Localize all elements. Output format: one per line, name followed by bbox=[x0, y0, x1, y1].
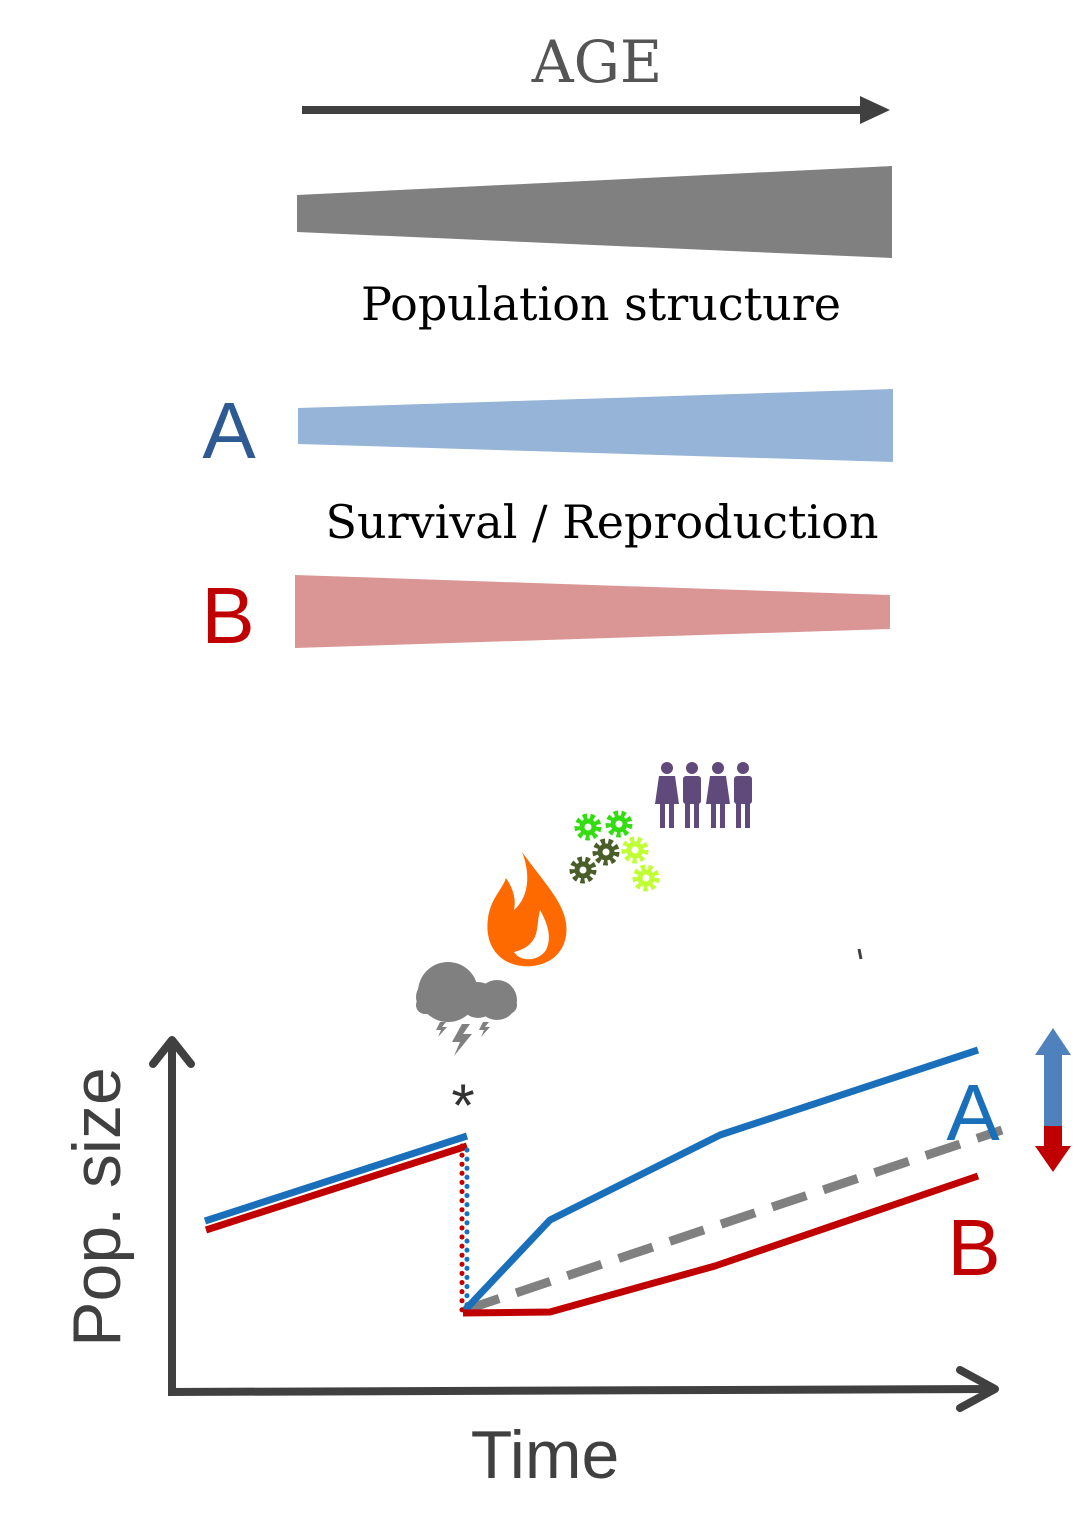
down-arrow-icon bbox=[1035, 1126, 1071, 1172]
gears-icon bbox=[569, 810, 660, 892]
plot-label-a: A bbox=[946, 1068, 1000, 1157]
baseline-dashed-line bbox=[463, 1125, 1004, 1315]
people-icon bbox=[655, 762, 752, 828]
strategy-b-wedge bbox=[295, 575, 890, 648]
fire-icon bbox=[487, 852, 567, 967]
strategy-b-line-after bbox=[462, 1172, 980, 1317]
x-axis-label: Time bbox=[471, 1417, 620, 1493]
survival-reproduction-label: Survival / Reproduction bbox=[325, 495, 878, 549]
population-structure-wedge bbox=[297, 166, 892, 258]
age-arrow bbox=[302, 96, 890, 124]
x-axis bbox=[167, 1366, 999, 1412]
disturbance-asterisk: * bbox=[451, 1072, 474, 1139]
up-arrow-icon bbox=[1035, 1028, 1071, 1126]
strategy-a-label: A bbox=[202, 386, 256, 475]
strategy-a-line-before bbox=[203, 1132, 469, 1225]
plot-label-b: B bbox=[947, 1203, 1000, 1292]
storm-cloud-icon bbox=[416, 962, 517, 1056]
strategy-a-line-after bbox=[462, 1046, 980, 1313]
population-structure-label: Population structure bbox=[361, 277, 841, 331]
strategy-a-wedge bbox=[298, 389, 893, 462]
strategy-b-line-before bbox=[204, 1142, 469, 1234]
y-axis-label: Pop. size bbox=[59, 1067, 135, 1347]
y-axis bbox=[149, 1036, 195, 1392]
age-label: AGE bbox=[531, 28, 663, 96]
series-lines bbox=[203, 1046, 1004, 1317]
strategy-b-label: B bbox=[201, 571, 254, 660]
stray-mark bbox=[857, 948, 863, 960]
